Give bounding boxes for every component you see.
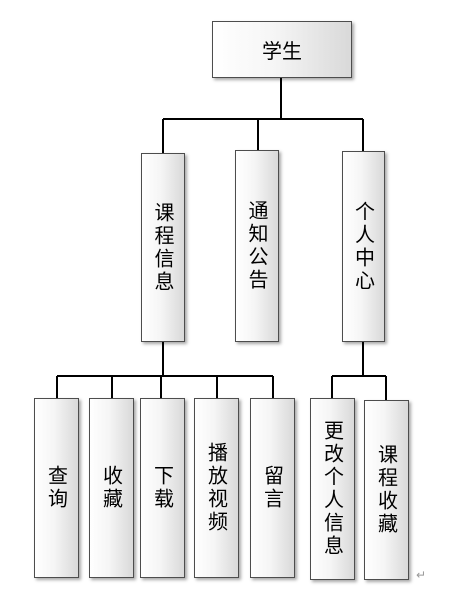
node-comment-label: 留言 — [260, 465, 285, 511]
node-favorite: 收藏 — [89, 398, 134, 578]
node-course-info-label: 课程信息 — [151, 201, 175, 294]
node-student-label: 学生 — [262, 39, 302, 63]
node-play-video: 播放视频 — [194, 398, 239, 578]
node-download-label: 下载 — [150, 465, 175, 511]
node-query: 查询 — [34, 398, 79, 578]
node-edit-profile-label: 更改个人信息 — [320, 420, 345, 558]
node-query-label: 查询 — [44, 465, 69, 511]
node-personal-center: 个人中心 — [342, 151, 385, 342]
paragraph-mark: ↵ — [416, 568, 427, 582]
node-download: 下载 — [140, 398, 185, 578]
node-play-video-label: 播放视频 — [204, 442, 229, 534]
node-favorite-label: 收藏 — [99, 465, 124, 511]
node-edit-profile: 更改个人信息 — [310, 398, 355, 580]
node-course-info: 课程信息 — [141, 153, 185, 342]
node-comment: 留言 — [250, 398, 295, 578]
node-notice: 通知公告 — [235, 150, 279, 342]
node-course-favorites-label: 课程收藏 — [374, 444, 399, 536]
node-personal-center-label: 个人中心 — [351, 200, 376, 293]
node-student: 学生 — [212, 21, 352, 78]
node-course-favorites: 课程收藏 — [364, 400, 409, 580]
node-notice-label: 通知公告 — [245, 200, 269, 292]
